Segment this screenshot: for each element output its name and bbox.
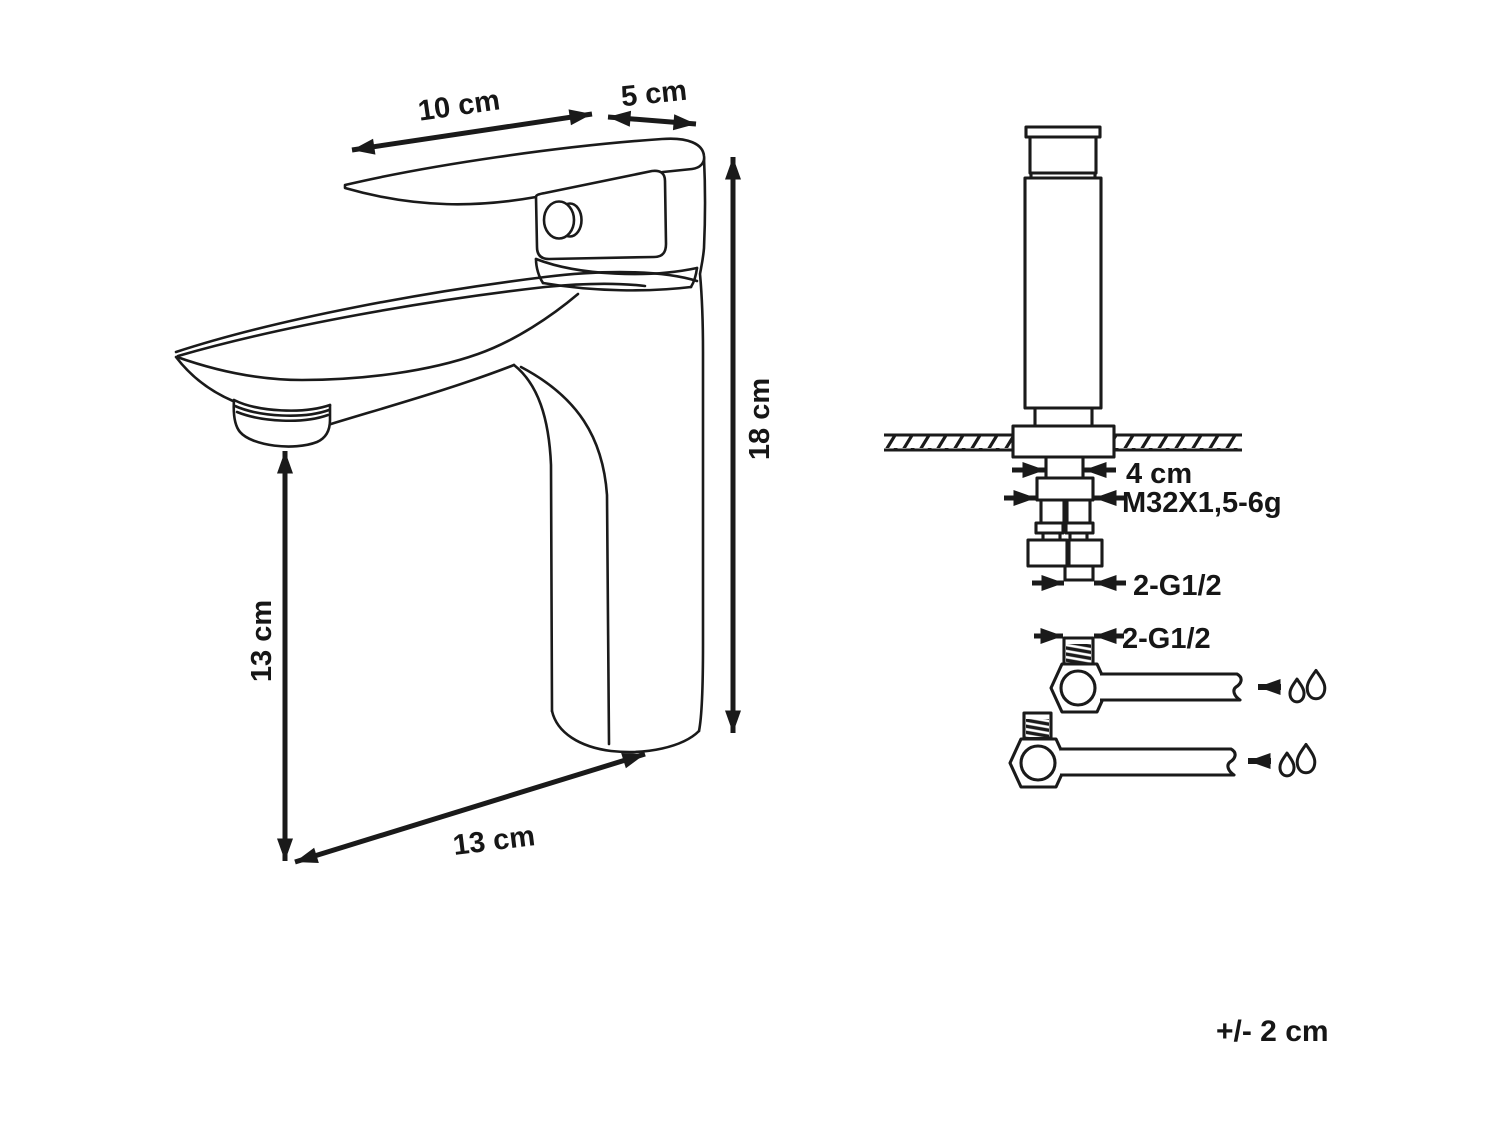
spout-underside [329, 363, 516, 426]
hose-connection-detail-label: 2-G1/2 [1122, 623, 1211, 655]
hose-nut-left [1026, 538, 1069, 568]
hose-end-stub [1063, 564, 1095, 582]
mounting-shank [1044, 455, 1085, 480]
column-highlight-edge [519, 365, 611, 746]
mounting-thread-section [1035, 476, 1095, 502]
hose-fitting-2 [1008, 711, 1237, 789]
total-height-label: 18 cm [744, 378, 776, 460]
handle-button [542, 200, 583, 240]
dimension-handle-length-line [351, 109, 593, 155]
spout-front-edge [175, 292, 580, 382]
handle-paddle [343, 137, 706, 206]
hose-nut-right [1067, 538, 1104, 568]
handle-length-label: 10 cm [416, 84, 502, 127]
column-front-edge [512, 363, 554, 713]
faucet-body-silhouette [697, 156, 707, 733]
hose-2 [1060, 749, 1236, 775]
faucet-column-front [1011, 125, 1116, 459]
tolerance-note: +/- 2 cm [1216, 1015, 1329, 1048]
hose-connection-label: 2-G1/2 [1133, 570, 1222, 602]
mounting-stack [1026, 455, 1104, 582]
water-droplets-icon [1280, 670, 1325, 775]
aerator [232, 398, 332, 448]
mounting-thread-label: M32X1,5-6g [1122, 487, 1282, 519]
base-depth-label: 13 cm [451, 820, 537, 862]
dimension-head-depth-line [607, 110, 697, 131]
dimension-base-depth-line [294, 751, 646, 865]
faucet-installation-view [884, 125, 1325, 789]
hose-flow-arrows [1248, 679, 1281, 769]
mounting-surface [884, 433, 1242, 452]
collar-band [534, 257, 699, 292]
spout-bevel-line [176, 282, 647, 358]
hose-fitting-1 [1049, 636, 1243, 714]
spout-tip-underside [174, 355, 235, 403]
head-depth-label: 5 cm [619, 75, 688, 114]
installation-callout-arrows [1004, 462, 1126, 644]
shank-width-label: 4 cm [1126, 458, 1192, 490]
spout-clearance-label: 13 cm [246, 600, 278, 682]
side-view-dimensions [277, 109, 741, 865]
column-bottom-arc [550, 709, 701, 754]
faucet-side-view [174, 137, 707, 754]
hose-1 [1100, 674, 1242, 700]
